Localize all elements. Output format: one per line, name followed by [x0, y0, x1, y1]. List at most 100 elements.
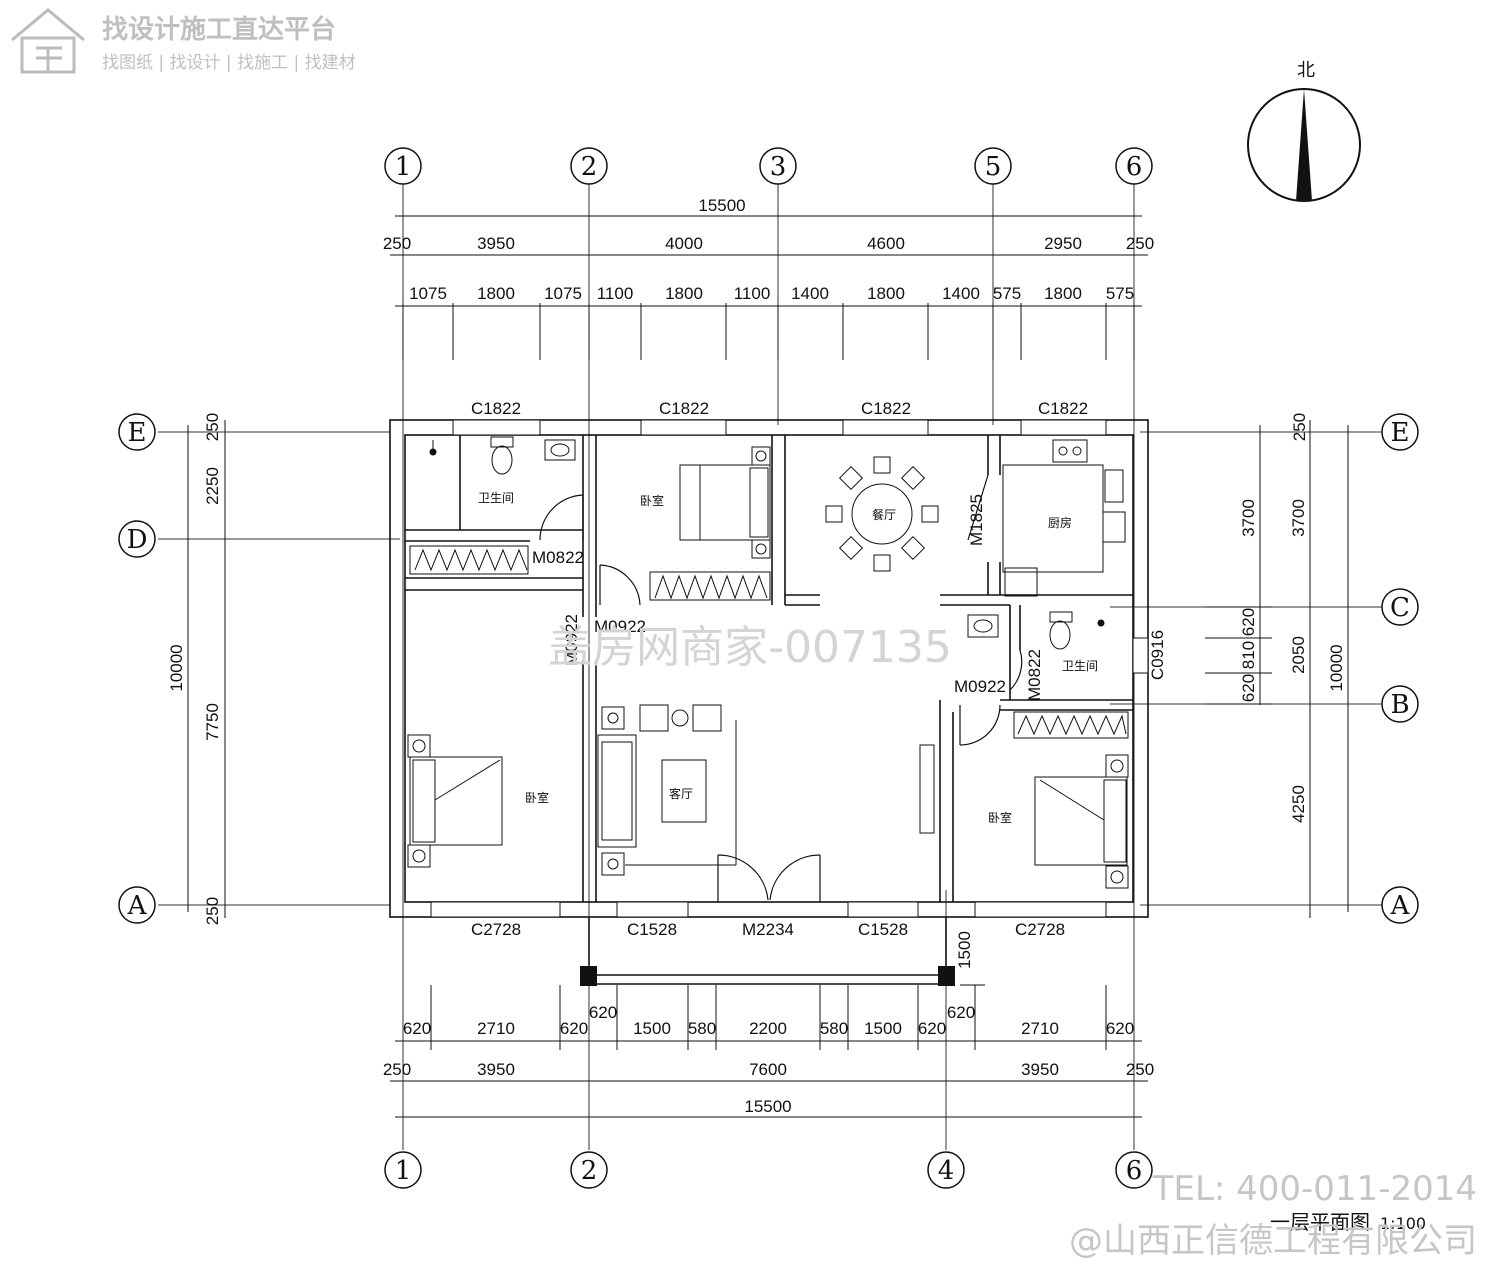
- dim-top-r2-2: 4000: [665, 234, 703, 253]
- dim-bot-r1-0: 620: [403, 1019, 431, 1038]
- dim-bot-r2-2: 7600: [749, 1060, 787, 1079]
- axis-bubbles: 1 2 3 5 6 1 2 4 6 E D A E C B A: [118, 147, 1419, 1189]
- dim-left-r1-1: 2250: [203, 467, 222, 505]
- north-needle: [1296, 89, 1312, 201]
- dim-top-r3-9: 575: [993, 284, 1021, 303]
- window-top-3: C1822: [861, 399, 911, 418]
- room-bed-west: 卧室: [525, 790, 549, 805]
- dim-bot-r2-0: 250: [383, 1060, 411, 1079]
- dimension-lines: [187, 215, 1349, 1118]
- room-dining: 餐厅: [872, 507, 896, 522]
- dim-bot-r2-3: 3950: [1021, 1060, 1059, 1079]
- dim-bot-total: 15500: [744, 1097, 791, 1116]
- window-top-1: C1822: [471, 399, 521, 418]
- porch-columns: [580, 966, 955, 986]
- door-swings: [539, 474, 1023, 902]
- axis-bottom-6: 6: [1126, 1156, 1143, 1186]
- dim-right-r3-0: 3700: [1239, 499, 1258, 537]
- axis-right-b: B: [1390, 690, 1409, 720]
- dim-right-r1-0: 250: [1290, 413, 1309, 441]
- dim-bot-r2-4: 250: [1126, 1060, 1154, 1079]
- window-bottom-4: C1528: [858, 920, 908, 939]
- window-top-4: C1822: [1038, 399, 1088, 418]
- dim-top-r3-2: 1075: [544, 284, 582, 303]
- contact-tel: TEL: 400-011-2014: [1152, 1169, 1477, 1209]
- axis-bottom-1: 1: [395, 1156, 412, 1186]
- axis-top-1: 1: [395, 152, 412, 182]
- room-kitchen: 厨房: [1048, 515, 1072, 530]
- door-label-2: M0922: [594, 617, 646, 636]
- dim-bot-r1-8: 1500: [864, 1019, 902, 1038]
- north-arrow: 北: [1247, 60, 1361, 202]
- dim-top-r3-10: 1800: [1044, 284, 1082, 303]
- dim-top-r3-6: 1400: [791, 284, 829, 303]
- furniture: [407, 436, 1129, 889]
- room-living: 客厅: [669, 786, 693, 801]
- axis-right-e: E: [1391, 418, 1410, 448]
- dimension-text-bottom: 620 2710 620 620 1500 580 2200 580 1500 …: [383, 931, 1154, 1116]
- dim-bot-r1-6: 2200: [749, 1019, 787, 1038]
- dim-right-r2-2: 4250: [1289, 785, 1308, 823]
- dim-bot-r1-2: 620: [560, 1019, 588, 1038]
- brand-title: 找设计施工直达平台: [102, 14, 336, 45]
- window-side: C0916: [1148, 630, 1167, 680]
- wardrobe-north: [649, 571, 771, 601]
- dim-right-r1-2: 810: [1239, 641, 1258, 669]
- dim-bot-r1-1: 2710: [477, 1019, 515, 1038]
- axis-top-5: 5: [985, 152, 1002, 182]
- dim-top-r2-0: 250: [383, 234, 411, 253]
- axis-right-c: C: [1390, 593, 1410, 623]
- sink-east: [967, 614, 999, 638]
- brand-logo: 找设计施工直达平台 找图纸 | 找设计 | 找施工 | 找建材: [11, 8, 356, 74]
- dim-top-r3-4: 1800: [665, 284, 703, 303]
- dim-right-total: 10000: [1327, 644, 1346, 691]
- axis-right-a: A: [1390, 891, 1411, 921]
- dim-left-total: 10000: [167, 644, 186, 691]
- dim-top-r2-3: 4600: [867, 234, 905, 253]
- dim-top-r3-11: 575: [1106, 284, 1134, 303]
- contact-company: @山西正信德工程有限公司: [1069, 1221, 1477, 1261]
- dim-bot-r1-11: 2710: [1021, 1019, 1059, 1038]
- axis-bottom-4: 4: [938, 1156, 955, 1186]
- wardrobe-east: [1013, 711, 1129, 739]
- shower-east: [1097, 619, 1105, 627]
- dim-bot-r1-4: 1500: [633, 1019, 671, 1038]
- dim-porch-depth: 1500: [955, 931, 974, 969]
- window-openings: [430, 419, 1149, 918]
- room-bed-north: 卧室: [640, 493, 664, 508]
- dim-top-r3-0: 1075: [409, 284, 447, 303]
- window-bottom-1: C2728: [471, 920, 521, 939]
- room-labels: 卫生间 卧室 餐厅 厨房 卫生间 卧室 客厅 卧室: [478, 491, 1098, 825]
- room-bath-east: 卫生间: [1062, 659, 1098, 673]
- axis-left-a: A: [127, 891, 148, 921]
- dimension-text-left: 250 2250 7750 250 10000: [167, 413, 222, 925]
- axis-top-6: 6: [1126, 152, 1143, 182]
- north-label: 北: [1297, 60, 1315, 81]
- dim-top-r3-5: 1100: [734, 284, 771, 303]
- dim-bot-r1-12: 620: [1106, 1019, 1134, 1038]
- door-main: M2234: [742, 920, 794, 939]
- brand-subtitle: 找图纸 | 找设计 | 找施工 | 找建材: [102, 53, 356, 73]
- dim-bot-r1-5: 580: [688, 1019, 716, 1038]
- dim-bot-r1-10: 620: [947, 1003, 975, 1022]
- dimension-text-top: 15500 250 3950 4000 4600 2950 250 1075 1…: [383, 196, 1154, 303]
- axis-left-e: E: [128, 418, 147, 448]
- house-logo-icon: [11, 8, 85, 74]
- wardrobe-west: [409, 545, 529, 575]
- dining-table: [825, 456, 939, 572]
- room-bed-se: 卧室: [988, 810, 1012, 825]
- bed-west: [407, 734, 503, 868]
- living-furniture: [597, 704, 935, 876]
- drawing-title-block: 一层平面图 1:100: [1270, 1210, 1426, 1234]
- toilet-east: [1049, 611, 1073, 650]
- sink-nw: [544, 439, 576, 461]
- dim-bot-r1-7: 580: [820, 1019, 848, 1038]
- dim-right-r1-3: 620: [1239, 674, 1258, 702]
- window-bottom-2: C1528: [627, 920, 677, 939]
- dimension-text-right: 250 620 810 620 3700 2050 4250 3700 1000…: [1239, 413, 1346, 823]
- window-bottom-5: C2728: [1015, 920, 1065, 939]
- door-label-6: M1825: [967, 494, 986, 546]
- dim-top-r2-5: 250: [1126, 234, 1154, 253]
- watermark: 盖房网商家-007135: [548, 622, 952, 673]
- door-label-1: M0822: [532, 548, 584, 567]
